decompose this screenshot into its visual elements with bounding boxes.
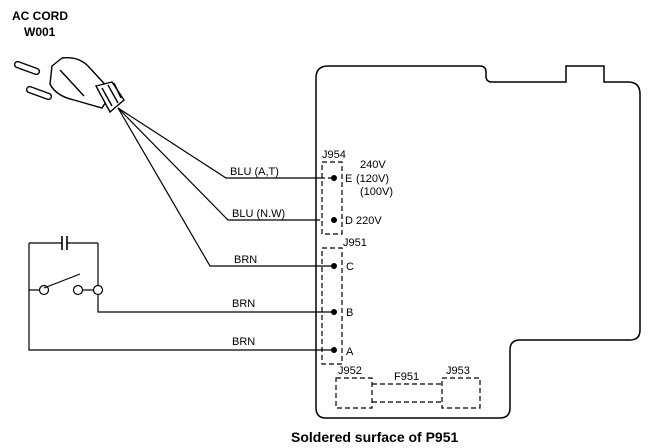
terminal-label-c: C	[346, 261, 354, 273]
terminal-label-e: E	[345, 173, 352, 185]
wire-brn-c	[117, 107, 332, 267]
voltage-240v: 240V	[360, 159, 386, 171]
wire-label-brn-a: BRN	[232, 336, 255, 348]
connector-outlines	[320, 161, 481, 409]
switch-contact-left	[38, 284, 50, 296]
terminal-a	[331, 347, 337, 353]
ac-cord-label: AC CORD	[12, 9, 68, 23]
wire-blu-nw	[117, 107, 320, 221]
connector-j951	[321, 247, 343, 365]
switch-contact-mid	[72, 284, 84, 296]
terminals	[331, 175, 337, 353]
pcb-outline	[315, 65, 641, 419]
terminal-e	[331, 175, 337, 181]
connector-j953	[441, 377, 481, 409]
diagram-caption: Soldered surface of P951	[291, 429, 459, 445]
voltage-220v: 220V	[356, 215, 382, 227]
wire-label-brn-b: BRN	[232, 298, 255, 310]
connector-j952	[335, 377, 373, 409]
wire-label-brn-c: BRN	[234, 254, 257, 266]
ac-plug-icon	[13, 56, 125, 114]
terminal-b	[331, 309, 337, 315]
cord-wires	[117, 107, 332, 267]
wire-brn-a	[28, 243, 332, 351]
switch-circuit	[28, 236, 332, 351]
label-j954: J954	[322, 149, 346, 161]
voltage-100v: (100V)	[360, 186, 393, 198]
terminal-label-a: A	[346, 346, 354, 358]
terminal-d	[331, 217, 337, 223]
voltage-120v: (120V)	[356, 173, 389, 185]
switch-icon	[43, 273, 81, 289]
label-j953: J953	[446, 365, 470, 377]
wire-label-blu-at: BLU (A,T)	[230, 166, 279, 178]
label-f951: F951	[394, 371, 419, 383]
switch-contact-right	[92, 284, 104, 296]
ac-cord-id: W001	[24, 25, 56, 39]
wire-label-blu-nw: BLU (N.W)	[232, 208, 285, 220]
terminal-label-d: D	[345, 215, 353, 227]
terminal-label-b: B	[346, 307, 353, 319]
wire-blu-at	[117, 107, 320, 179]
label-j952: J952	[338, 365, 362, 377]
connector-j954	[321, 161, 343, 235]
terminal-c	[331, 263, 337, 269]
label-j951: J951	[343, 237, 367, 249]
